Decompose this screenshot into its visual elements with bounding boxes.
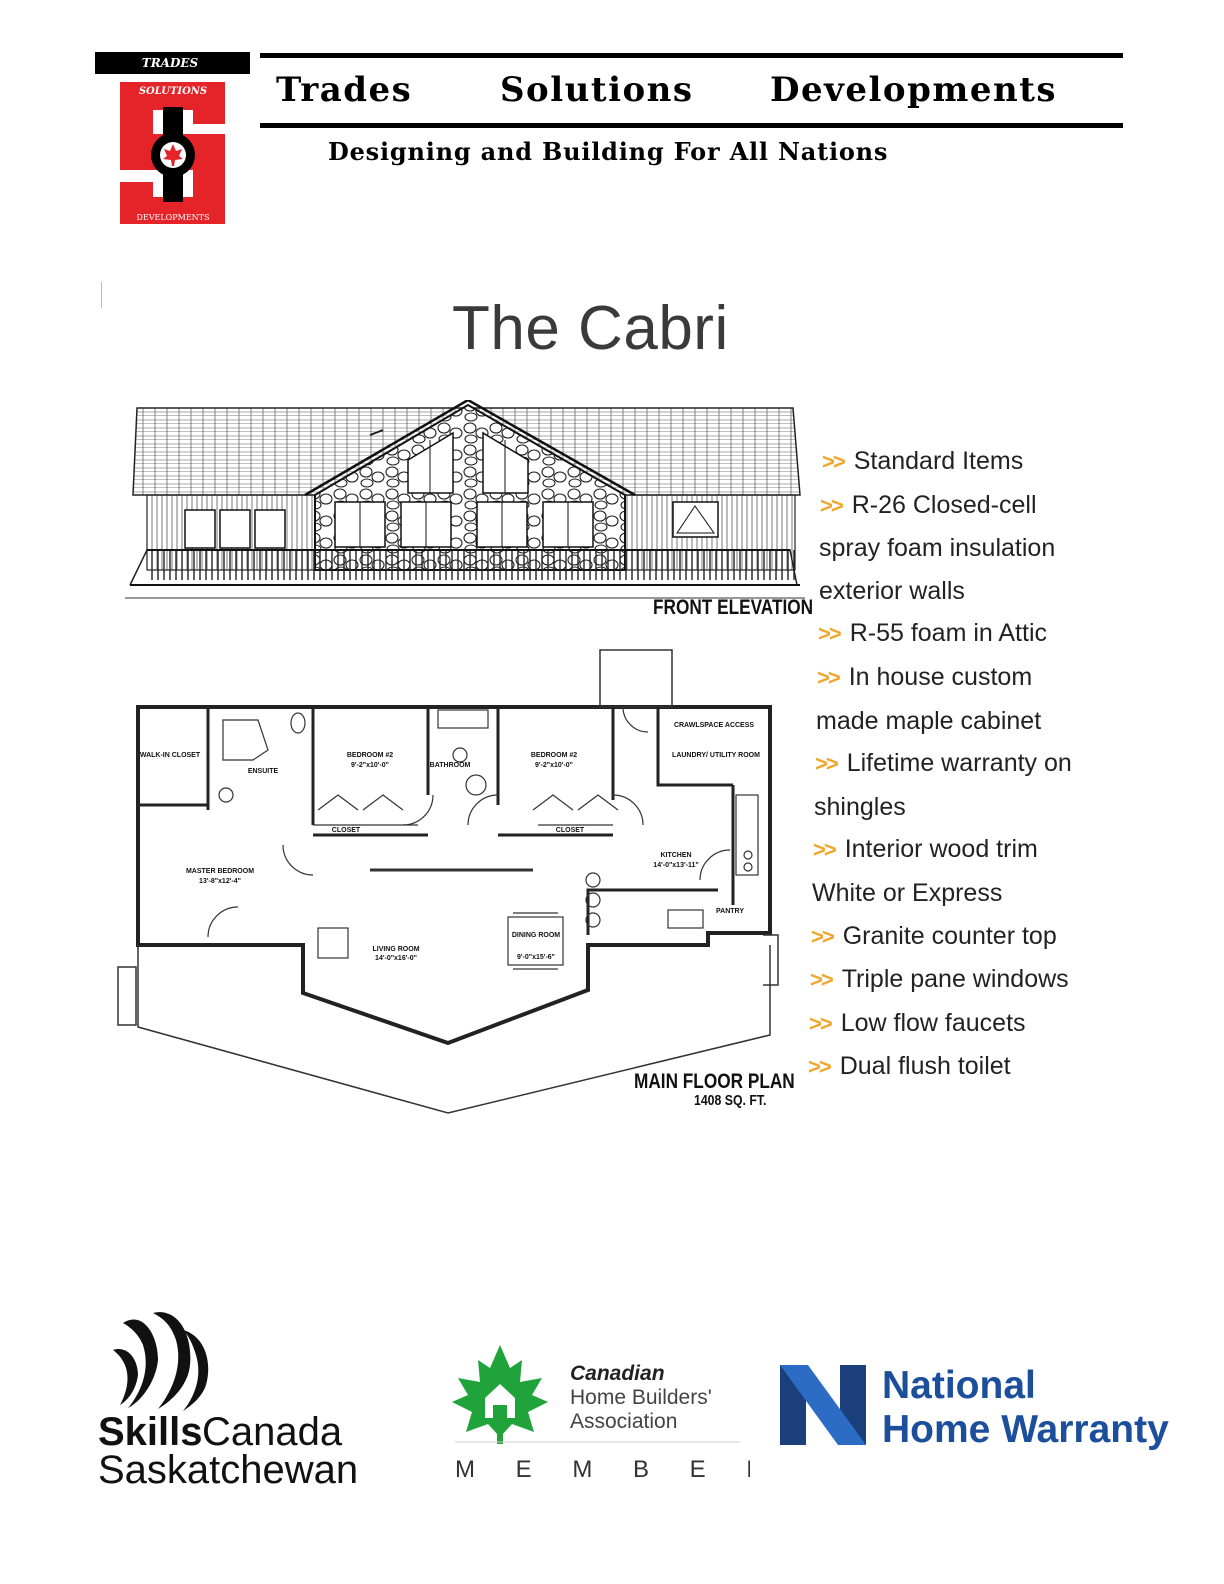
company-word-trades: Trades (276, 70, 413, 110)
tagline: Designing and Building For All Nations (328, 137, 889, 166)
feature-item: >> Lifetime warranty on (808, 742, 1128, 786)
svg-text:BEDROOM #2: BEDROOM #2 (347, 752, 393, 759)
main-floor-plan-drawing: WALK-IN CLOSET ENSUITE BEDROOM #2 9'-2"x… (117, 649, 779, 1114)
feature-text: Granite counter top (842, 921, 1057, 950)
svg-text:Canadian: Canadian (570, 1362, 665, 1385)
page-title: The Cabri (452, 294, 729, 363)
svg-text:PANTRY: PANTRY (716, 908, 744, 915)
feature-text: R-26 Closed-cell (851, 490, 1037, 519)
feature-item: spray foam insulation (808, 527, 1128, 570)
svg-text:14'-0"x16'-0": 14'-0"x16'-0" (375, 955, 417, 962)
double-chevron-icon: >> (808, 1054, 832, 1080)
company-word-developments: Developments (770, 70, 1058, 110)
feature-text: shingles (814, 792, 906, 821)
feature-text: Low flow faucets (840, 1008, 1026, 1037)
svg-text:9'-2"x10'-0": 9'-2"x10'-0" (535, 762, 573, 769)
front-elevation-drawing (125, 400, 805, 599)
double-chevron-icon: >> (822, 449, 846, 474)
double-chevron-icon: >> (818, 621, 842, 647)
svg-text:DINING ROOM: DINING ROOM (512, 932, 560, 939)
svg-text:Association: Association (570, 1410, 677, 1433)
svg-text:CLOSET: CLOSET (556, 827, 585, 834)
feature-item: >> Low flow faucets (808, 1002, 1128, 1046)
feature-text: spray foam insulation (819, 534, 1056, 563)
main-floor-plan-label: MAIN FLOOR PLAN (634, 1070, 795, 1093)
front-elevation-label: FRONT ELEVATION (653, 596, 814, 619)
feature-text: Triple pane windows (841, 965, 1069, 994)
double-chevron-icon: >> (817, 664, 841, 690)
divider (101, 282, 102, 308)
svg-text:Home Warranty: Home Warranty (882, 1408, 1169, 1451)
feature-item: >> R-55 foam in Attic (808, 612, 1128, 656)
chba-member-logo: Canadian Home Builders' Association M E … (452, 1345, 750, 1483)
svg-text:WALK-IN CLOSET: WALK-IN CLOSET (140, 752, 201, 759)
skills-swoosh-icon (113, 1312, 209, 1411)
svg-text:CLOSET: CLOSET (332, 827, 361, 834)
svg-text:9'-0"x15'-6": 9'-0"x15'-6" (517, 954, 555, 961)
nhw-n-icon (780, 1365, 866, 1445)
national-home-warranty-logo: National Home Warranty (780, 1364, 1169, 1451)
svg-text:BEDROOM #2: BEDROOM #2 (531, 752, 577, 759)
feature-item: White or Express (808, 872, 1128, 915)
svg-text:14'-0"x13'-11": 14'-0"x13'-11" (653, 862, 698, 869)
feature-text: Standard Items (853, 447, 1024, 475)
svg-text:National: National (882, 1364, 1036, 1407)
feature-item: >> Interior wood trim (808, 828, 1128, 872)
double-chevron-icon: >> (813, 837, 837, 863)
svg-text:9'-2"x10'-0": 9'-2"x10'-0" (351, 762, 389, 769)
svg-text:DEVELOPMENTS: DEVELOPMENTS (137, 213, 210, 222)
double-chevron-icon: >> (815, 751, 839, 777)
skills-canada-saskatchewan-logo: Skills Canada Saskatchewan (98, 1312, 358, 1492)
feature-item: >> Standard Items (808, 440, 1128, 484)
feature-item: >> Triple pane windows (808, 958, 1128, 1002)
company-word-solutions: Solutions (500, 70, 694, 110)
svg-text:MASTER BEDROOM: MASTER BEDROOM (186, 868, 254, 875)
feature-text: Lifetime warranty on (846, 749, 1072, 778)
svg-text:SOLUTIONS: SOLUTIONS (139, 86, 207, 97)
svg-text:CRAWLSPACE ACCESS: CRAWLSPACE ACCESS (674, 722, 754, 729)
feature-item: shingles (808, 786, 1128, 829)
header-rule-bottom (260, 123, 1123, 128)
feature-item: >> R-26 Closed-cell (808, 484, 1128, 528)
maple-leaf-icon (163, 144, 183, 166)
feature-item: >> In house custom (808, 656, 1128, 700)
double-chevron-icon: >> (811, 923, 835, 949)
feature-text: exterior walls (819, 576, 965, 605)
trades-solutions-logo: TRADES SOLUTIONS DEVELOPMENTS (95, 52, 250, 224)
svg-text:BATHROOM: BATHROOM (430, 762, 471, 769)
svg-text:LIVING ROOM: LIVING ROOM (372, 946, 419, 953)
header-rule-top (260, 53, 1123, 58)
feature-item: exterior walls (808, 570, 1128, 613)
svg-text:Home Builders': Home Builders' (570, 1386, 712, 1409)
feature-text: made maple cabinet (816, 706, 1042, 735)
logo-top-band (95, 52, 250, 74)
floor-area-label: 1408 SQ. FT. (694, 1092, 767, 1109)
svg-text:M E M B E R: M E M B E R (455, 1456, 750, 1483)
svg-text:KITCHEN: KITCHEN (660, 852, 691, 859)
feature-item: >> Dual flush toilet (808, 1045, 1128, 1089)
double-chevron-icon: >> (820, 492, 844, 518)
svg-text:TRADES: TRADES (142, 56, 199, 70)
feature-text: R-55 foam in Attic (849, 619, 1048, 648)
feature-text: In house custom (848, 662, 1033, 691)
double-chevron-icon: >> (809, 1010, 833, 1036)
svg-text:ENSUITE: ENSUITE (248, 768, 279, 775)
svg-text:13'-8"x12'-4": 13'-8"x12'-4" (199, 878, 241, 885)
svg-text:LAUNDRY/ UTILITY ROOM: LAUNDRY/ UTILITY ROOM (672, 752, 760, 759)
double-chevron-icon: >> (810, 967, 834, 993)
feature-text: Dual flush toilet (839, 1052, 1011, 1081)
feature-item: made maple cabinet (808, 700, 1128, 743)
svg-text:Saskatchewan: Saskatchewan (98, 1448, 358, 1492)
svg-text:Skills: Skills (98, 1410, 203, 1454)
feature-text: Interior wood trim (844, 835, 1038, 864)
svg-text:Canada: Canada (202, 1410, 343, 1454)
feature-text: White or Express (812, 878, 1003, 907)
feature-item: >> Granite counter top (808, 915, 1128, 959)
